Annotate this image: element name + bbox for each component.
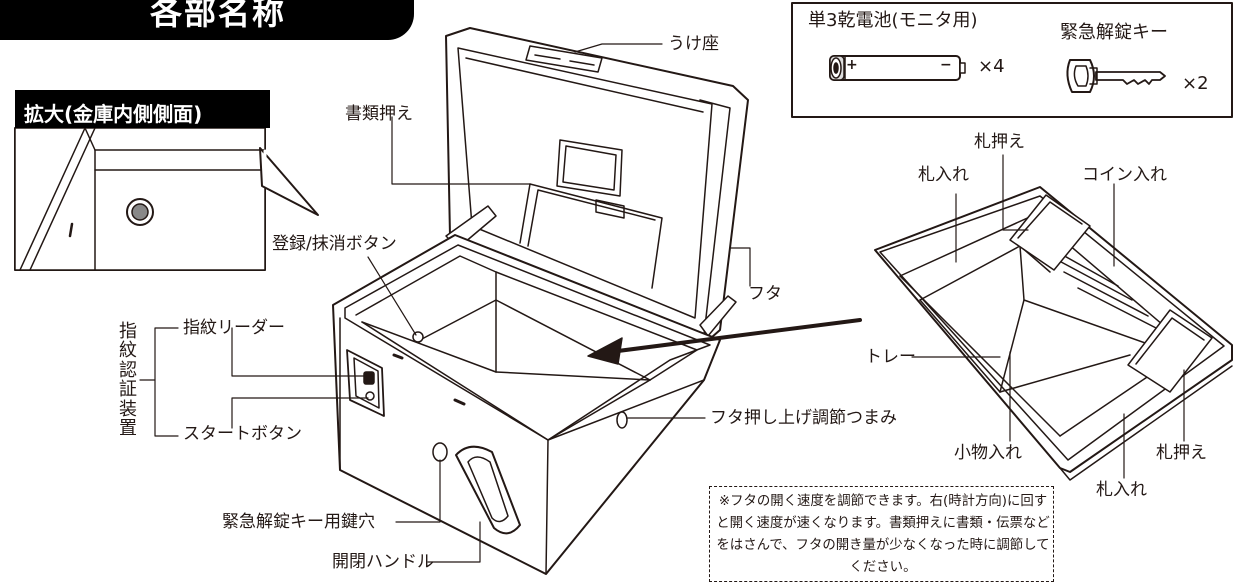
note-box: [709, 486, 1054, 582]
zoom-panel-heading-bar: [15, 90, 270, 128]
battery-minus: −: [940, 57, 952, 73]
label-fingerprint-device-group: 指紋認証装置: [119, 321, 137, 440]
note-text: ※フタの開く速度を調節できます。右(時計方向)に回すと開く速度が速くなります。書…: [716, 494, 1050, 575]
label-emergency-keyhole: 緊急解錠キー用鍵穴: [222, 512, 375, 532]
label-document-holder: 書類押え: [345, 104, 413, 124]
battery-label: 単3乾電池(モニタ用): [808, 10, 978, 31]
zoom-illustration: [14, 127, 319, 271]
page-title: 各部名称: [150, 0, 287, 32]
label-small-items-slot: 小物入れ: [954, 443, 1022, 463]
label-tray: トレー: [865, 347, 916, 367]
accessories-box-frame: [791, 2, 1233, 118]
label-register-delete-button: 登録/抹消ボタン: [272, 234, 397, 254]
safe-illustration: [332, 27, 749, 575]
label-lid: フタ: [748, 284, 782, 304]
key-icon: [1066, 59, 1166, 93]
label-open-close-handle: 開閉ハンドル: [332, 552, 434, 572]
label-coin-slot: コイン入れ: [1082, 165, 1167, 185]
zoom-panel-heading: 拡大(金庫内側側面): [24, 102, 203, 126]
battery-icon: [829, 55, 966, 81]
label-bill-slot-bottom: 札入れ: [1096, 480, 1147, 500]
label-fingerprint-reader: 指紋リーダー: [183, 318, 285, 338]
battery-plus: +: [846, 57, 858, 73]
label-bill-holder-right: 札押え: [1156, 443, 1207, 463]
label-bill-slot-top: 札入れ: [918, 165, 969, 185]
label-lid-lift-knob: フタ押し上げ調節つまみ: [710, 408, 897, 428]
battery-count: ×4: [978, 56, 1005, 77]
leader-lines: [139, 43, 1185, 563]
label-receiver-seat: うけ座: [668, 34, 719, 54]
tray-illustration: [874, 186, 1233, 481]
insert-arrow: [587, 318, 862, 365]
key-count: ×2: [1182, 73, 1209, 94]
label-bill-holder-top: 札押え: [974, 132, 1025, 152]
title-banner: [0, 0, 414, 40]
key-label: 緊急解錠キー: [1060, 22, 1168, 43]
label-start-button: スタートボタン: [183, 424, 302, 444]
